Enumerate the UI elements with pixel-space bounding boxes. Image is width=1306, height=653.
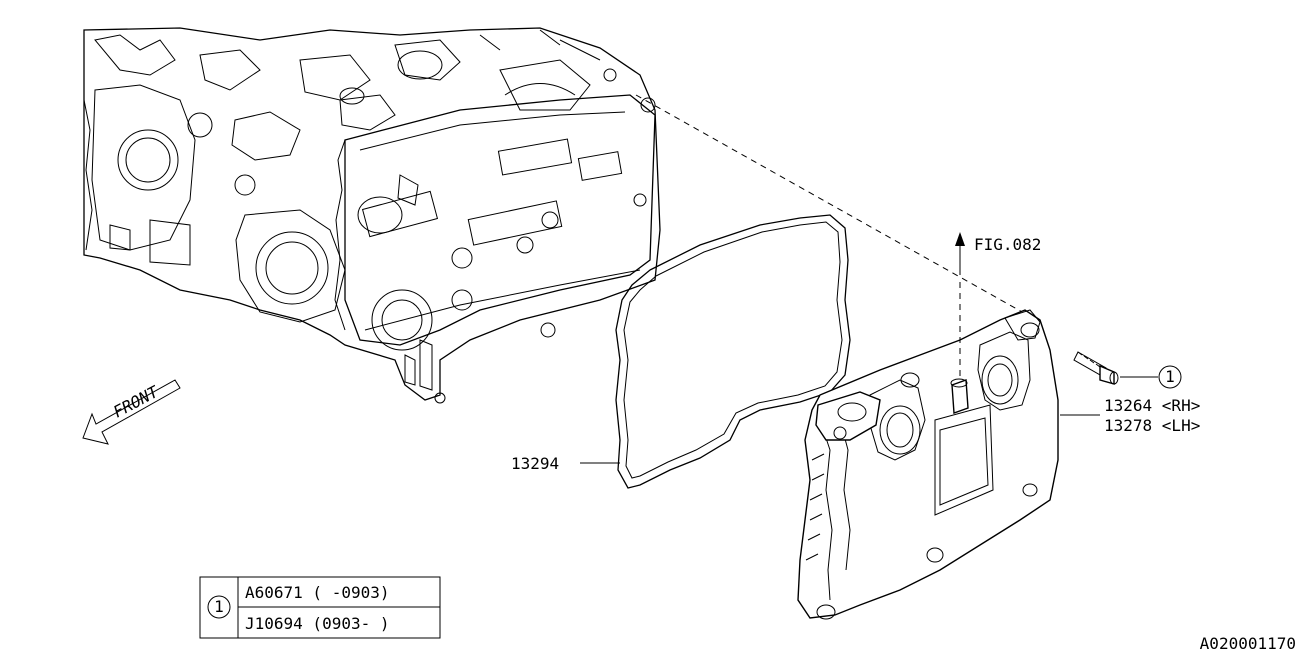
diagram-id: A020001170 [1200, 634, 1296, 653]
cover-part-number-rh: 13264 <RH> [1104, 396, 1200, 415]
parts-table: 1 A60671 ( -0903) J10694 (0903- ) [199, 576, 441, 639]
fig-reference-arrow [955, 232, 965, 378]
alignment-line [635, 94, 1041, 323]
bolt-drawing [1073, 351, 1119, 385]
rocker-cover-gasket-drawing [615, 214, 851, 489]
gasket-part-number: 13294 [511, 454, 559, 473]
table-ref-circle [207, 595, 231, 619]
bolt-ref-circle [1158, 365, 1182, 389]
table-ref-number: 1 [214, 597, 224, 616]
table-row-part: A60671 ( -0903) [245, 583, 390, 602]
cover-part-number-lh: 13278 <LH> [1104, 416, 1200, 435]
rocker-cover-drawing [797, 309, 1059, 620]
fig-reference-label: FIG.082 [974, 235, 1041, 254]
front-direction-arrow: FRONT [82, 379, 181, 445]
engine-block-drawing [83, 27, 661, 404]
bolt-ref-number: 1 [1165, 367, 1175, 386]
table-row-part: J10694 (0903- ) [245, 614, 390, 633]
front-label: FRONT [110, 382, 163, 422]
